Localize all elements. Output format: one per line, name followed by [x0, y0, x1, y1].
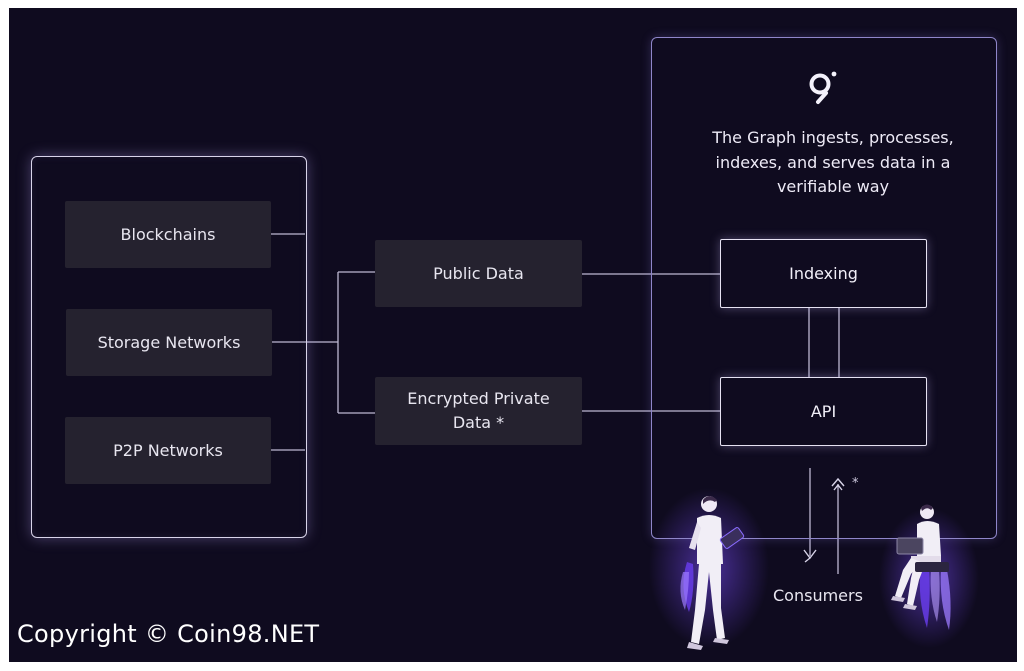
- source-blockchains: Blockchains: [65, 201, 271, 268]
- data-type-label: Encrypted Private Data *: [407, 389, 550, 432]
- indexing-box: Indexing: [720, 239, 927, 308]
- consumers-label: Consumers: [773, 586, 863, 605]
- source-storage-networks: Storage Networks: [66, 309, 272, 376]
- the-graph-logo-icon: [809, 71, 837, 104]
- public-data-box: Public Data: [375, 240, 582, 307]
- data-type-label: Public Data: [433, 263, 524, 283]
- source-p2p-networks: P2P Networks: [65, 417, 271, 484]
- source-label: Blockchains: [120, 224, 216, 244]
- source-label: Storage Networks: [97, 332, 241, 352]
- the-graph-panel: [651, 37, 997, 539]
- api-box: API: [720, 377, 927, 446]
- encrypted-private-data-box: Encrypted Private Data *: [375, 377, 582, 445]
- graph-description: The Graph ingests, processes, indexes, a…: [712, 128, 954, 196]
- consumer-standing-illustration: [680, 496, 745, 650]
- api-label: API: [810, 402, 837, 421]
- private-data-note-marker: *: [852, 476, 859, 491]
- data-sources-panel: [31, 156, 307, 538]
- copyright-watermark: Copyright © Coin98.NET: [17, 620, 320, 648]
- indexing-label: Indexing: [789, 264, 858, 283]
- consumer-sitting-illustration: [891, 504, 951, 630]
- arrow-heads: [803, 477, 845, 563]
- source-label: P2P Networks: [113, 440, 223, 460]
- diagram-canvas: Blockchains Storage Networks P2P Network…: [9, 8, 1017, 662]
